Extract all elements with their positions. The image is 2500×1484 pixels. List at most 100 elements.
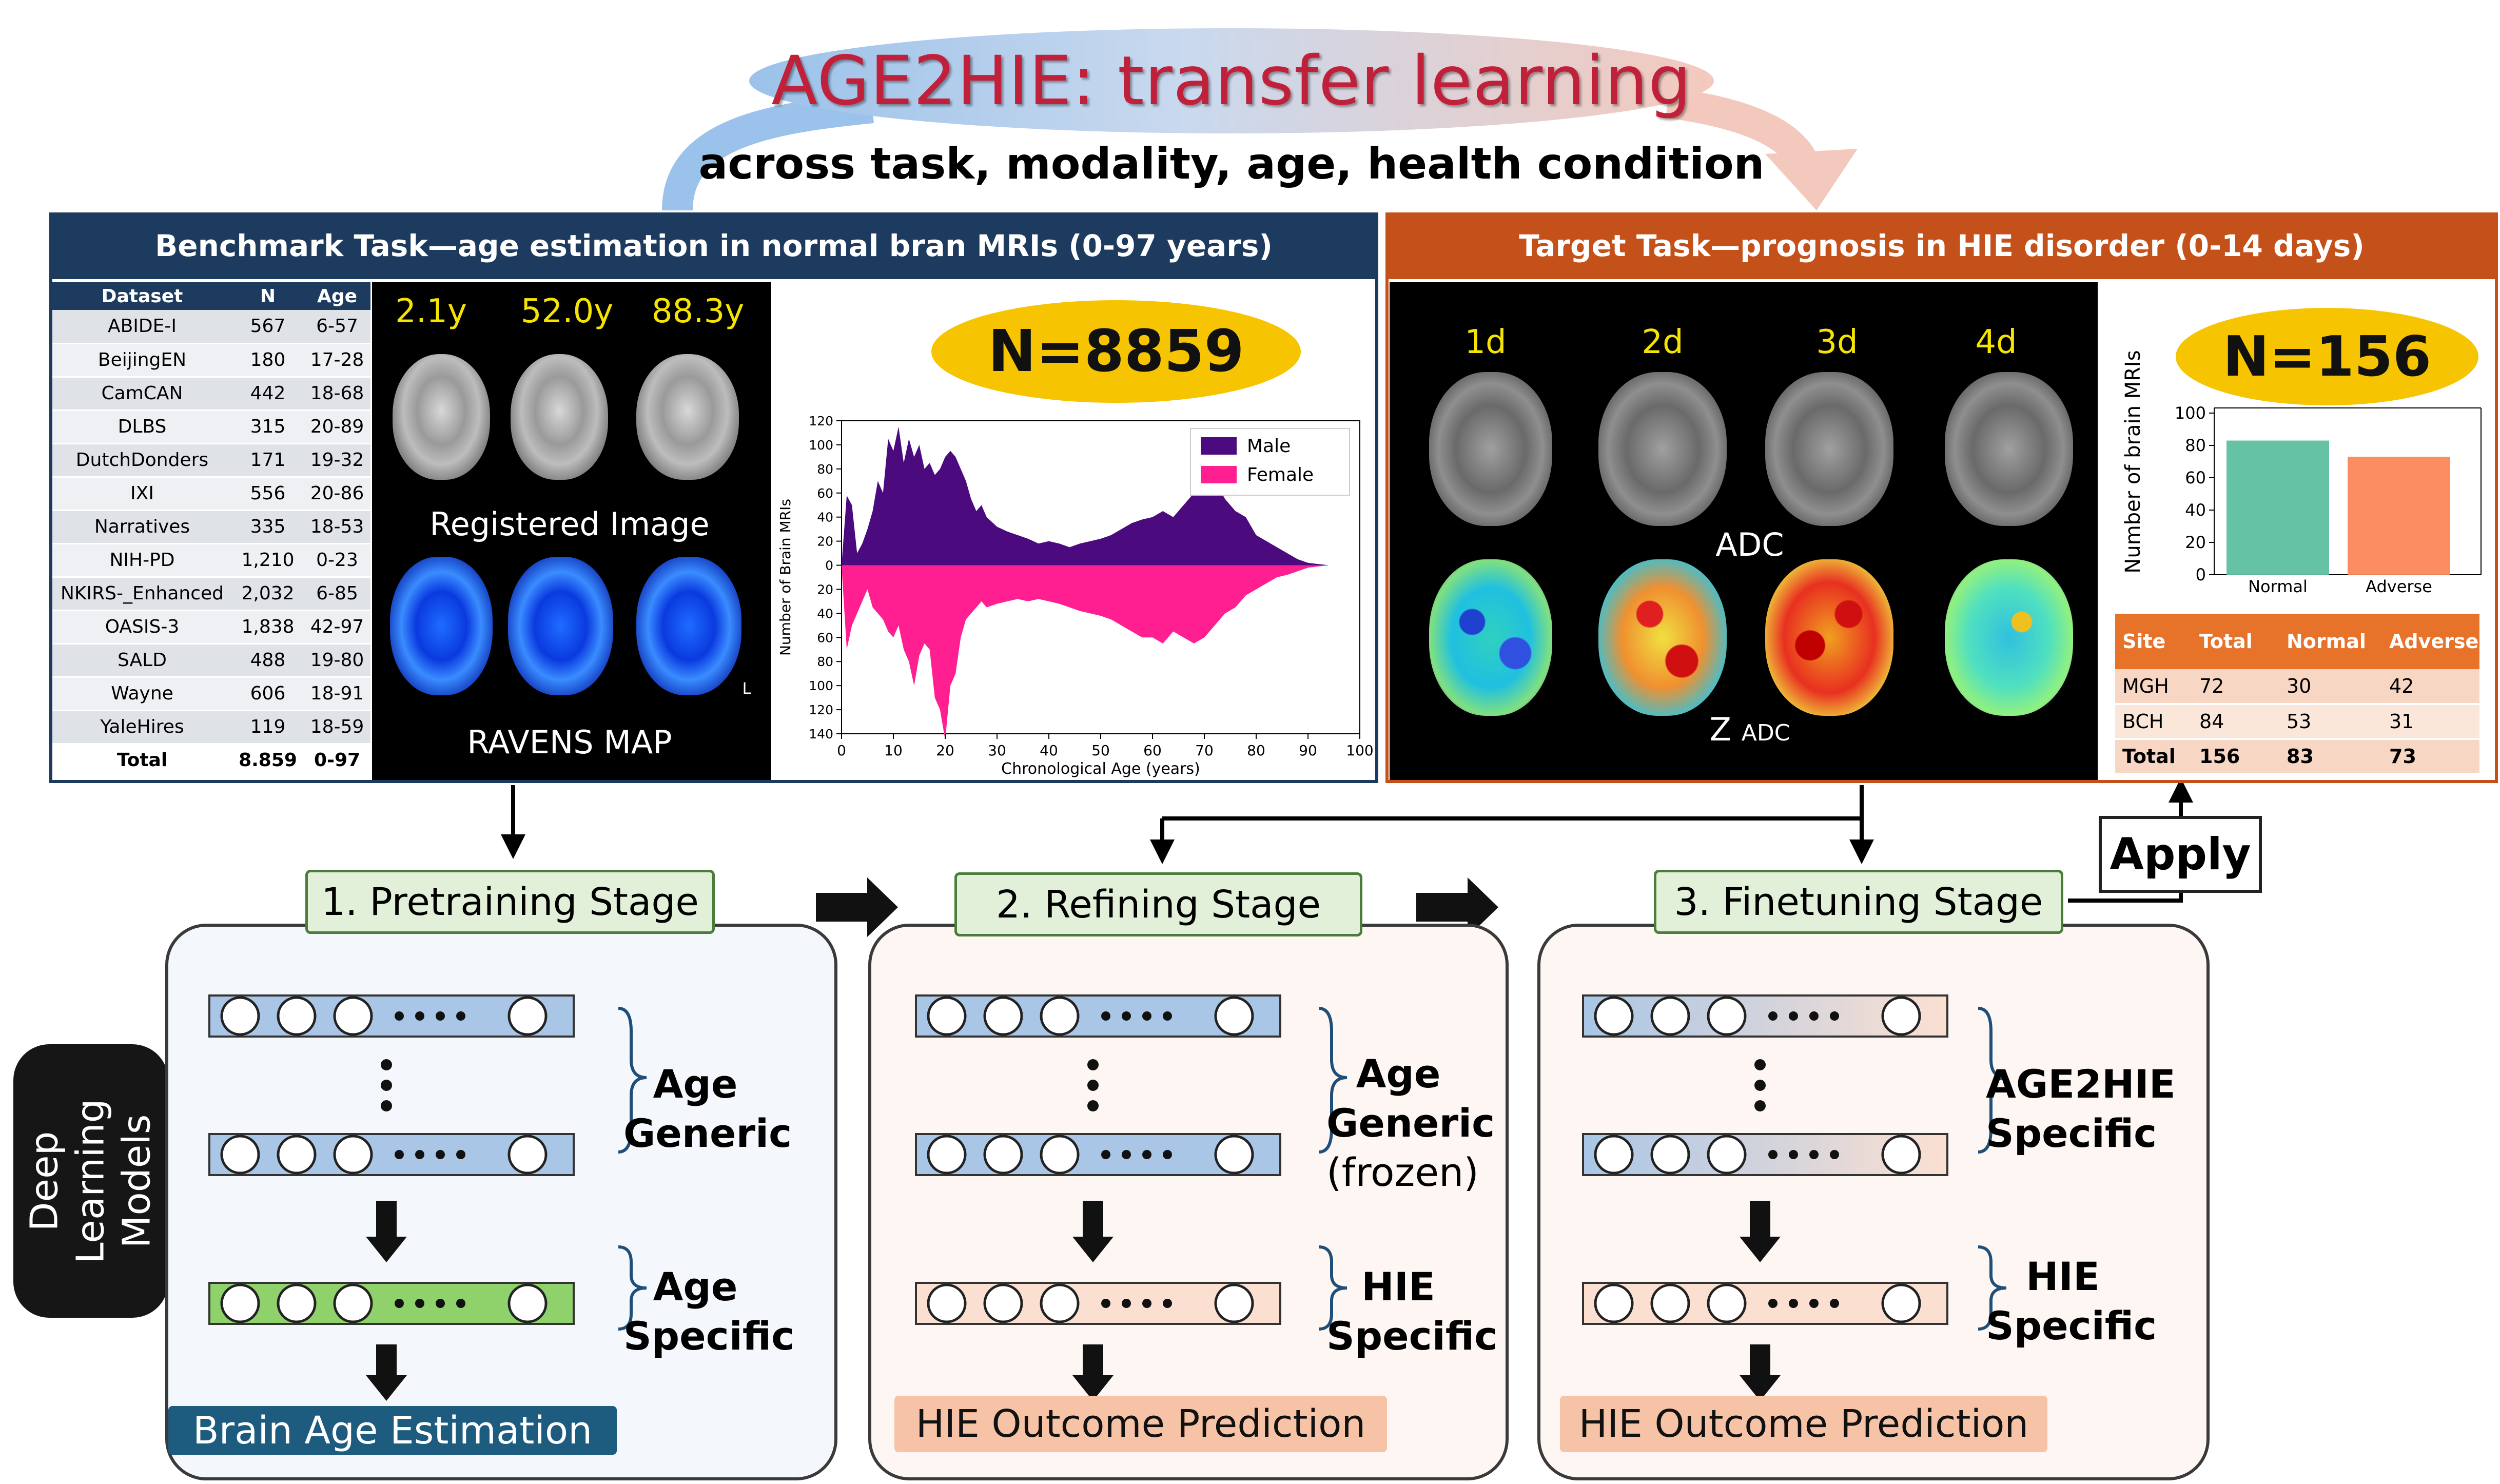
dataset-cell-name: IXI bbox=[52, 477, 232, 511]
ellipsis-dot bbox=[395, 1011, 404, 1021]
adc-brain-2 bbox=[1598, 372, 1727, 526]
dataset-cell-name: Narratives bbox=[52, 510, 232, 544]
zadc-brain-1 bbox=[1429, 559, 1552, 716]
dataset-cell-age: 18-59 bbox=[304, 710, 370, 745]
subtitle: across task, modality, age, health condi… bbox=[698, 139, 1765, 189]
stage3-to-apply-line bbox=[2068, 893, 2183, 903]
down-arrow-head bbox=[1072, 1375, 1114, 1401]
dataset-cell-n: 335 bbox=[232, 510, 304, 544]
down-arrow-head bbox=[366, 1375, 407, 1401]
ellipsis-dot bbox=[1122, 1011, 1131, 1021]
site-col-header: Site bbox=[2115, 614, 2192, 669]
dataset-total-cell: 8.859 bbox=[232, 744, 304, 778]
registered-brain-1 bbox=[393, 354, 490, 480]
dl-models-box bbox=[13, 1044, 168, 1318]
brace-top bbox=[618, 1007, 647, 1154]
vertical-dot bbox=[1087, 1080, 1099, 1091]
neuron bbox=[220, 1135, 260, 1175]
ellipsis-dot bbox=[436, 1299, 445, 1308]
dataset-cell-n: 315 bbox=[232, 410, 304, 444]
dataset-cell-name: SALD bbox=[52, 643, 232, 678]
dl-models-label: Deep Learning Models bbox=[13, 1044, 168, 1318]
age-label-2: 52.0y bbox=[520, 292, 614, 330]
bar-y-tick-label: 40 bbox=[2185, 500, 2206, 520]
neuron bbox=[1040, 1283, 1080, 1323]
ellipsis-dot bbox=[1163, 1299, 1172, 1308]
brace-top bbox=[1978, 1007, 2007, 1154]
neuron bbox=[1707, 1135, 1747, 1175]
benchmark-header: Benchmark Task—age estimation in normal … bbox=[49, 212, 1378, 279]
ellipsis-dot bbox=[1163, 1150, 1172, 1159]
down-arrow-head bbox=[366, 1237, 407, 1262]
normal-col-header: Normal bbox=[2279, 614, 2382, 669]
dataset-cell-n: 1,210 bbox=[232, 543, 304, 578]
ellipsis-dot bbox=[415, 1299, 424, 1308]
dataset-cell-n: 171 bbox=[232, 443, 304, 478]
neuron bbox=[983, 1135, 1023, 1175]
stage-2-top-label-1: Age bbox=[1356, 1051, 1441, 1097]
site-cell: 42 bbox=[2382, 669, 2479, 705]
stage-1-braces bbox=[618, 1007, 647, 1331]
ellipsis-dot bbox=[415, 1150, 424, 1159]
bar-y-tick-label: 100 bbox=[2175, 403, 2206, 423]
adc-brain-3 bbox=[1765, 372, 1893, 526]
stage-1-top-label-1: Age bbox=[653, 1061, 738, 1107]
ellipsis-dot bbox=[1809, 1011, 1819, 1021]
dataset-cell-age: 6-57 bbox=[304, 310, 370, 344]
neuron bbox=[1040, 1135, 1080, 1175]
x-tick-label: 10 bbox=[884, 742, 903, 759]
vertical-dot bbox=[381, 1080, 392, 1091]
title-ellipse bbox=[749, 28, 1714, 133]
bar-label-adverse: Adverse bbox=[2366, 577, 2432, 596]
y-tick-label: 60 bbox=[817, 630, 833, 645]
ellipsis-dot bbox=[1142, 1011, 1151, 1021]
neuron bbox=[220, 996, 260, 1036]
network-layer bbox=[915, 1133, 1281, 1176]
dataset-cell-age: 42-97 bbox=[304, 610, 370, 645]
neuron bbox=[1707, 996, 1747, 1036]
stage-1-output: Brain Age Estimation bbox=[168, 1406, 617, 1455]
stage-2-bottom-label-2: Specific bbox=[1326, 1313, 1498, 1359]
stage-3-network bbox=[1582, 994, 1948, 1401]
neuron bbox=[1214, 1135, 1254, 1175]
neuron bbox=[333, 1283, 373, 1323]
brace-bottom bbox=[618, 1245, 647, 1331]
dataset-cell-name: ABIDE-I bbox=[52, 310, 232, 344]
y-tick-label: 20 bbox=[817, 582, 833, 597]
dataset-cell-name: YaleHires bbox=[52, 710, 232, 745]
dataset-cell-name: DutchDonders bbox=[52, 443, 232, 478]
registered-brain-2 bbox=[511, 354, 608, 480]
ellipsis-dot bbox=[1142, 1299, 1151, 1308]
area-male bbox=[842, 426, 1350, 565]
x-tick-label: 80 bbox=[1247, 742, 1265, 759]
dataset-cell-age: 0-23 bbox=[304, 543, 370, 578]
x-axis-label: Chronological Age (years) bbox=[1001, 760, 1200, 778]
dataset-cell-n: 119 bbox=[232, 710, 304, 745]
ellipsis-dot bbox=[1830, 1299, 1839, 1308]
x-tick-label: 30 bbox=[988, 742, 1006, 759]
ellipsis-dot bbox=[1101, 1011, 1110, 1021]
stage-2-top-label-2: Generic bbox=[1326, 1100, 1495, 1146]
neuron bbox=[1040, 996, 1080, 1036]
ellipsis-dot bbox=[1101, 1150, 1110, 1159]
neuron bbox=[1650, 1283, 1690, 1323]
bar-y-axis-label: Number of brain MRIs bbox=[2121, 350, 2145, 573]
dataset-cell-age: 20-86 bbox=[304, 477, 370, 511]
site-cell: 72 bbox=[2192, 669, 2279, 705]
zadc-label: Z ADC bbox=[1668, 711, 1832, 748]
dataset-cell-n: 488 bbox=[232, 643, 304, 678]
stage-3-bottom-label-1: HIE bbox=[2026, 1254, 2100, 1299]
ellipsis-dot bbox=[436, 1150, 445, 1159]
neuron bbox=[1214, 996, 1254, 1036]
